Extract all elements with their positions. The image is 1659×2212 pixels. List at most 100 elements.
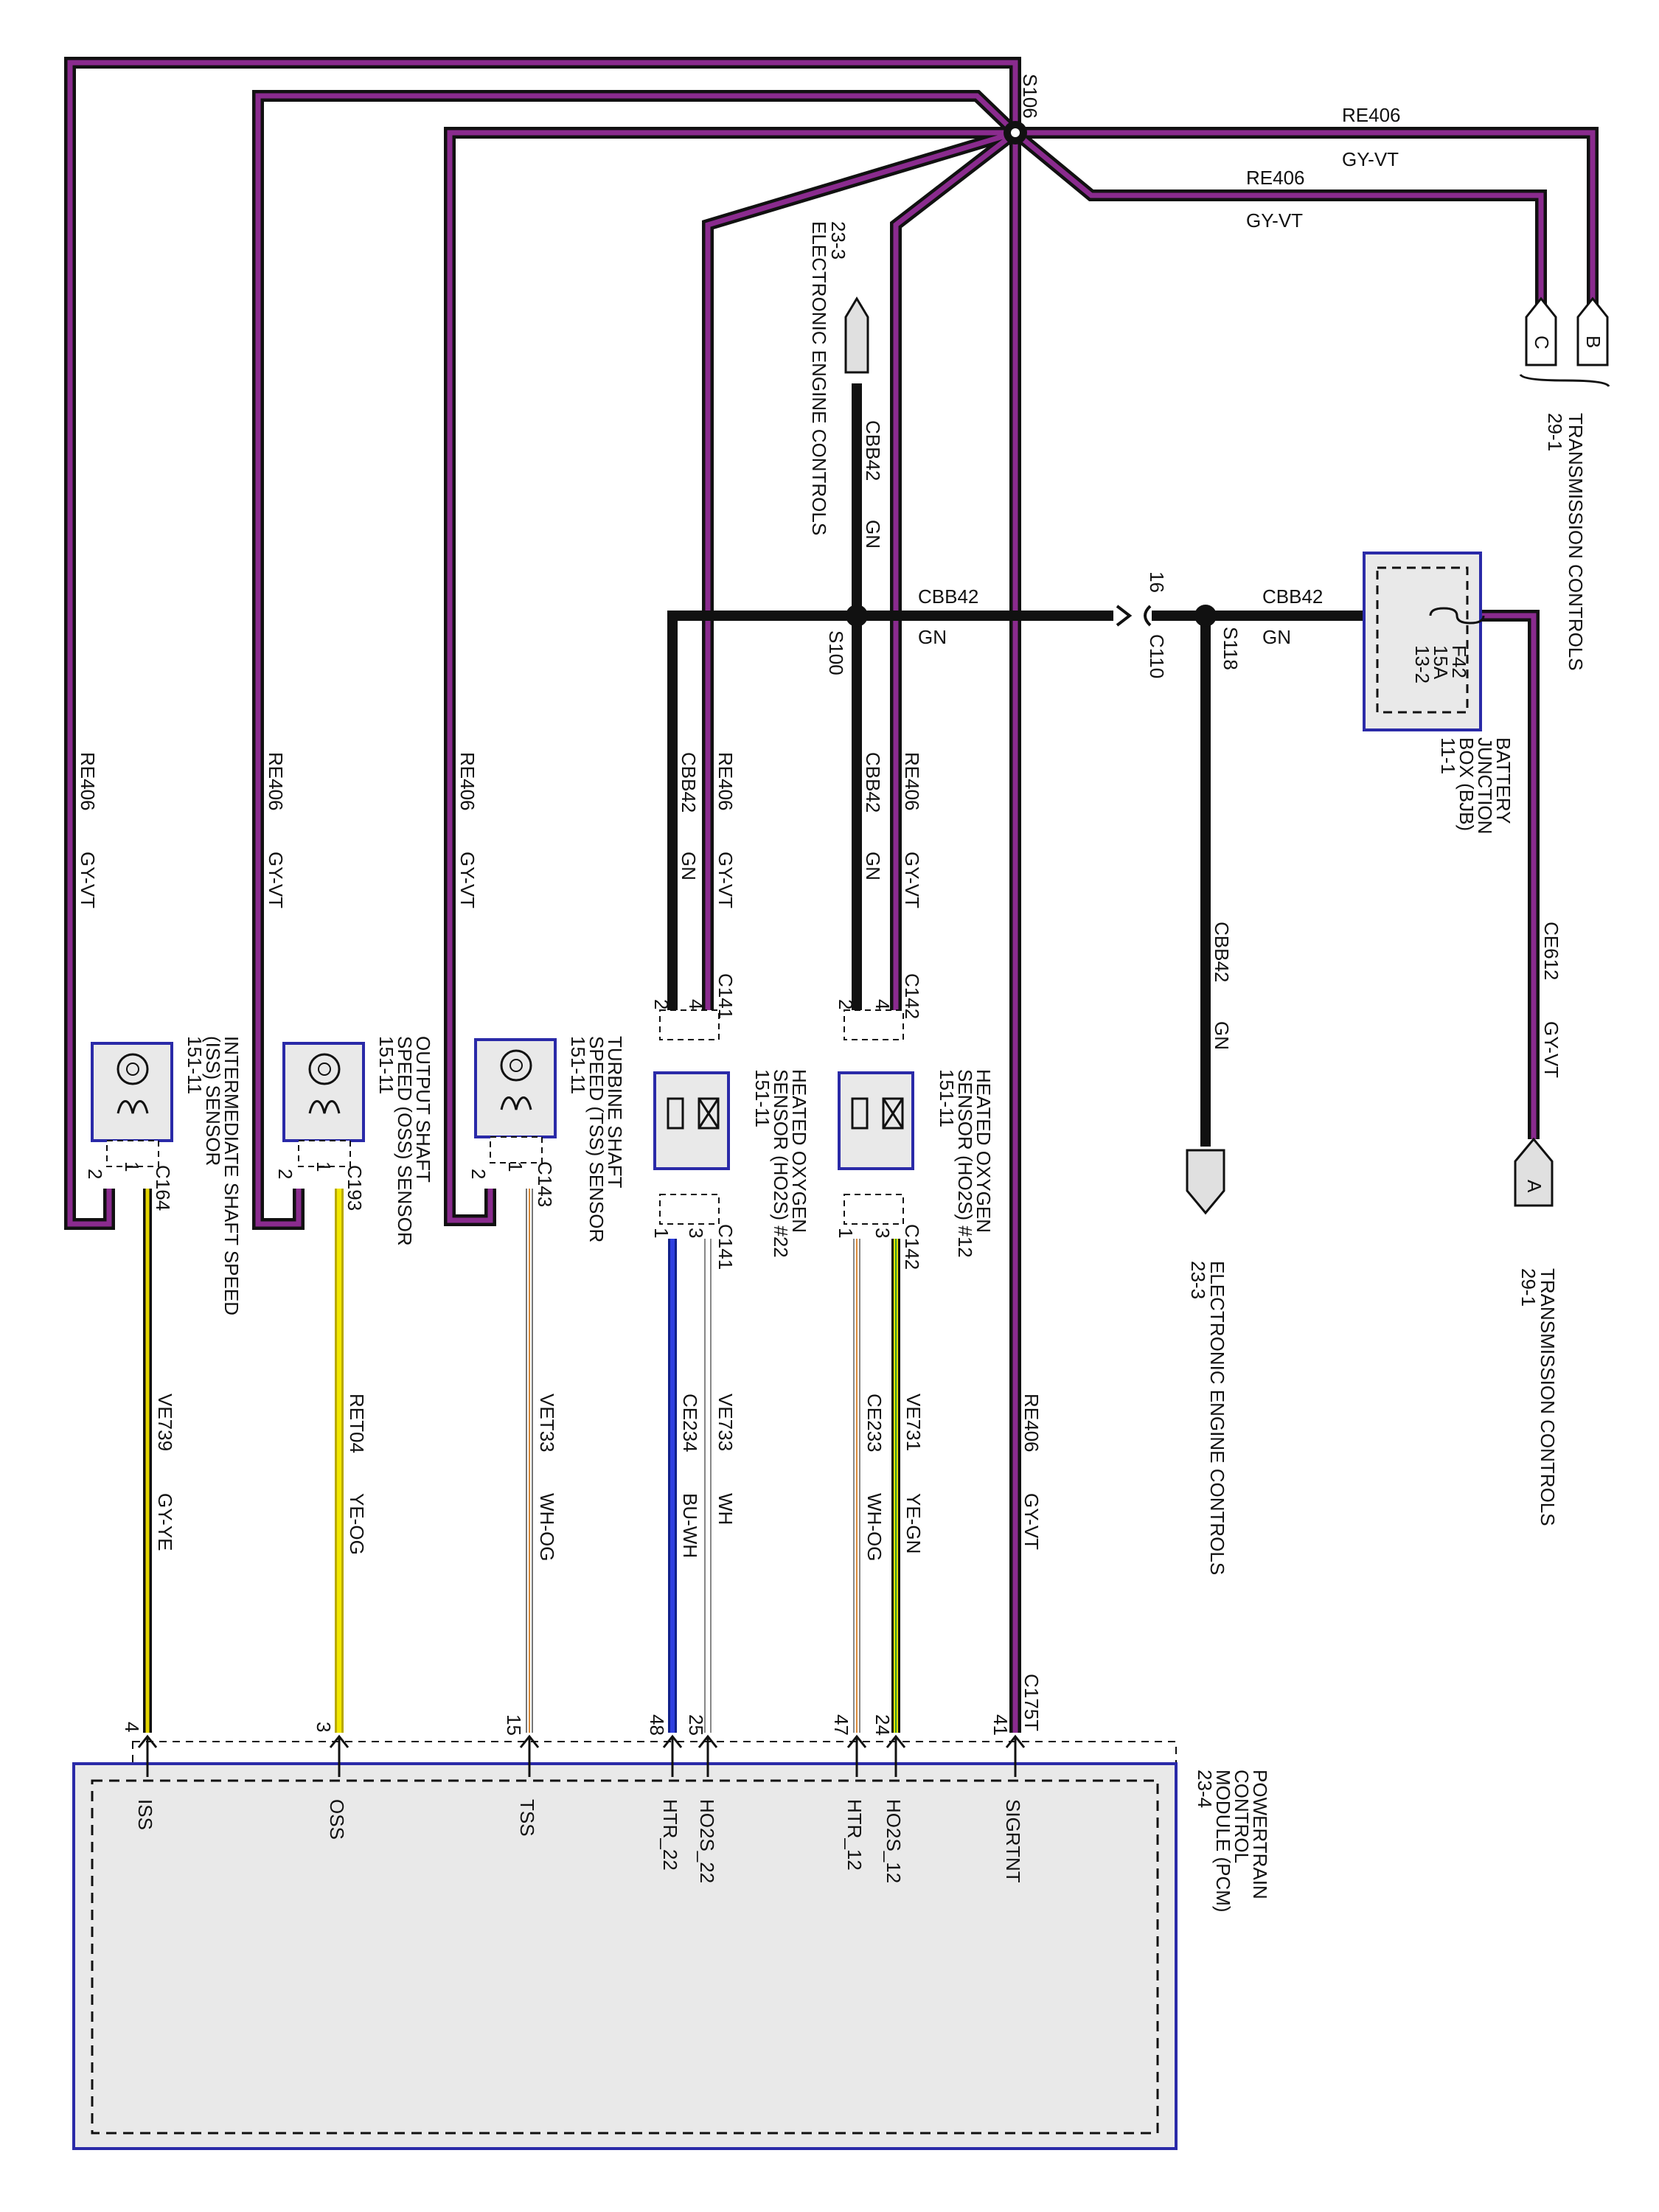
eec-connector-bottom [1186, 1149, 1225, 1215]
tss-connector: C143 [534, 1161, 556, 1207]
ho2s22-gn-feed-color: GN [678, 852, 700, 880]
splice-s118-label: S118 [1220, 627, 1242, 670]
s118-drop-color: GN [1211, 1021, 1233, 1050]
ho2s22-signal-color: WH [714, 1493, 737, 1525]
iss-title-line-2: (ISS) SENSOR [202, 1036, 224, 1166]
pin-b-label: B [1582, 335, 1604, 348]
pcm-pin-ho2s22: 25 [685, 1714, 707, 1736]
oss-feed-circuit: RE406 [265, 752, 287, 811]
iss-feed-circuit: RE406 [77, 752, 99, 811]
eec-bottom-title: ELECTRONIC ENGINE CONTROLS [1206, 1261, 1228, 1575]
ho2s12-title-line-3: 151-11 [936, 1069, 958, 1127]
bjb-title-line-1: BATTERY [1492, 737, 1514, 824]
pcm-title-line-2: CONTROL [1231, 1770, 1253, 1863]
tss-pin-1: 1 [504, 1161, 526, 1172]
bjb-title-line-4: 11-1 [1437, 737, 1459, 774]
pcm-connector-label: C175T [1020, 1674, 1043, 1731]
splice-s106-label: S106 [1019, 74, 1041, 119]
signal-wires [143, 1189, 900, 1733]
pcm-pin-sigrtn: 41 [990, 1714, 1012, 1736]
ho2s22-heater-circuit: CE234 [679, 1394, 701, 1453]
splice-s118-dot [1194, 605, 1217, 627]
oss-feed-color: GY-VT [265, 852, 287, 908]
pcm-signal-oss: OSS [326, 1799, 348, 1840]
eec-top-ref: 23-3 [827, 221, 849, 260]
ho2s12-heater-circuit: CE233 [863, 1394, 886, 1453]
tss-sensor [474, 1038, 557, 1164]
ho2s12-title-line-1: HEATED OXYGEN [973, 1069, 995, 1233]
pcm-title-line-4: 23-4 [1194, 1770, 1216, 1808]
ho2s22-pin-b1: 1 [650, 1228, 672, 1238]
oss-signal-circuit: RET04 [346, 1394, 368, 1453]
wire-ce612 [1481, 610, 1540, 1139]
pcm-title-line-3: MODULE (PCM) [1212, 1770, 1234, 1913]
ho2s12-pin-b1: 1 [835, 1228, 857, 1238]
bjb-fuse: F42 [1448, 645, 1470, 678]
tss-signal-circuit: VET33 [536, 1394, 558, 1453]
bjb-title-line-2: JUNCTION [1474, 737, 1496, 834]
transmission-top-ref: 29-1 [1544, 413, 1566, 451]
ho2s12-sensor [838, 1009, 914, 1225]
pcm-pin-htr12: 47 [830, 1714, 852, 1736]
pcm-module [72, 1741, 1178, 2150]
transmission-connector-top [1519, 296, 1610, 388]
splice-s100-dot [846, 605, 868, 627]
fuse-symbol [1429, 607, 1485, 625]
ho2s12-connector-bottom: C142 [901, 1224, 923, 1270]
eec-bottom-ref: 23-3 [1187, 1261, 1209, 1299]
iss-pin-1: 1 [121, 1161, 143, 1172]
sigrtn-wire-color: GY-VT [1020, 1493, 1043, 1550]
pcm-signal-htr12: HTR_12 [844, 1799, 866, 1871]
tss-pin-2: 2 [467, 1169, 490, 1179]
ce612-circuit: CE612 [1540, 922, 1562, 981]
ho2s22-signal-circuit: VE733 [714, 1394, 737, 1451]
pcm-pin-arrows [137, 1734, 1026, 1777]
pcm-title-line-1: POWERTRAIN [1249, 1770, 1271, 1899]
ho2s12-connector-top: C142 [901, 973, 923, 1019]
main-bus-circuit-left: CBB42 [918, 585, 978, 608]
pin-a-label: A [1523, 1180, 1545, 1193]
pcm-signal-htr22: HTR_22 [659, 1799, 681, 1871]
pcm-pin-ho2s12: 24 [872, 1714, 894, 1736]
oss-title-line-3: 151-11 [375, 1036, 397, 1094]
pcm-signal-ho2s22: HO2S_22 [696, 1799, 718, 1883]
pcm-signal-iss: ISS [134, 1799, 156, 1830]
eec-top-circuit: CBB42 [862, 420, 884, 481]
main-bus-circuit-right: CBB42 [1262, 585, 1323, 608]
ho2s12-pin-t4: 4 [872, 999, 894, 1009]
ho2s22-gn-feed-circuit: CBB42 [678, 752, 700, 813]
oss-title-line-2: SPEED (OSS) SENSOR [394, 1036, 416, 1246]
s118-drop-circuit: CBB42 [1211, 922, 1233, 982]
ho2s12-heater-color: WH-OG [863, 1493, 886, 1561]
gear-icon [116, 1053, 149, 1085]
pcm-signal-tss: TSS [516, 1799, 538, 1837]
tss-title-line-2: SPEED (TSS) SENSOR [585, 1036, 608, 1242]
tss-signal-color: WH-OG [536, 1493, 558, 1561]
bjb-amps: 15A [1430, 645, 1452, 680]
labels: S106 RE406 GY-VT RE406 GY-VT C B 29-1 TR… [77, 74, 1604, 1913]
c110-connector-label: C110 [1146, 634, 1168, 678]
transmission-bottom-ref: 29-1 [1517, 1268, 1540, 1307]
wire-main-bus [667, 611, 1113, 1010]
ho2s22-connector-top: C141 [714, 973, 737, 1019]
wire-top-upper [1015, 127, 1599, 310]
gy-vt-wires [64, 57, 1599, 1733]
ho2s22-vt-feed-color: GY-VT [714, 852, 737, 908]
ho2s12-gn-feed-circuit: CBB42 [862, 752, 884, 813]
eec-top-color: GN [862, 520, 884, 549]
ho2s22-connector-bottom: C141 [714, 1224, 737, 1270]
ho2s12-gn-feed-color: GN [862, 852, 884, 880]
bjb-title-line-3: BOX (BJB) [1455, 737, 1478, 831]
ho2s12-signal-circuit: VE731 [902, 1394, 925, 1451]
oss-pin-1: 1 [313, 1161, 335, 1172]
battery-junction-box [1363, 552, 1485, 731]
pcm-signal-ho2s12: HO2S_12 [883, 1799, 905, 1883]
ho2s22-pin-t2: 2 [650, 999, 672, 1009]
splices [846, 121, 1217, 627]
oss-title-line-1: OUTPUT SHAFT [412, 1036, 434, 1183]
c110-pin-label: 16 [1146, 571, 1168, 593]
tss-feed-color: GY-VT [456, 852, 479, 908]
top-lower-color: GY-VT [1246, 209, 1303, 232]
pcm-pin-oss: 3 [313, 1722, 335, 1732]
